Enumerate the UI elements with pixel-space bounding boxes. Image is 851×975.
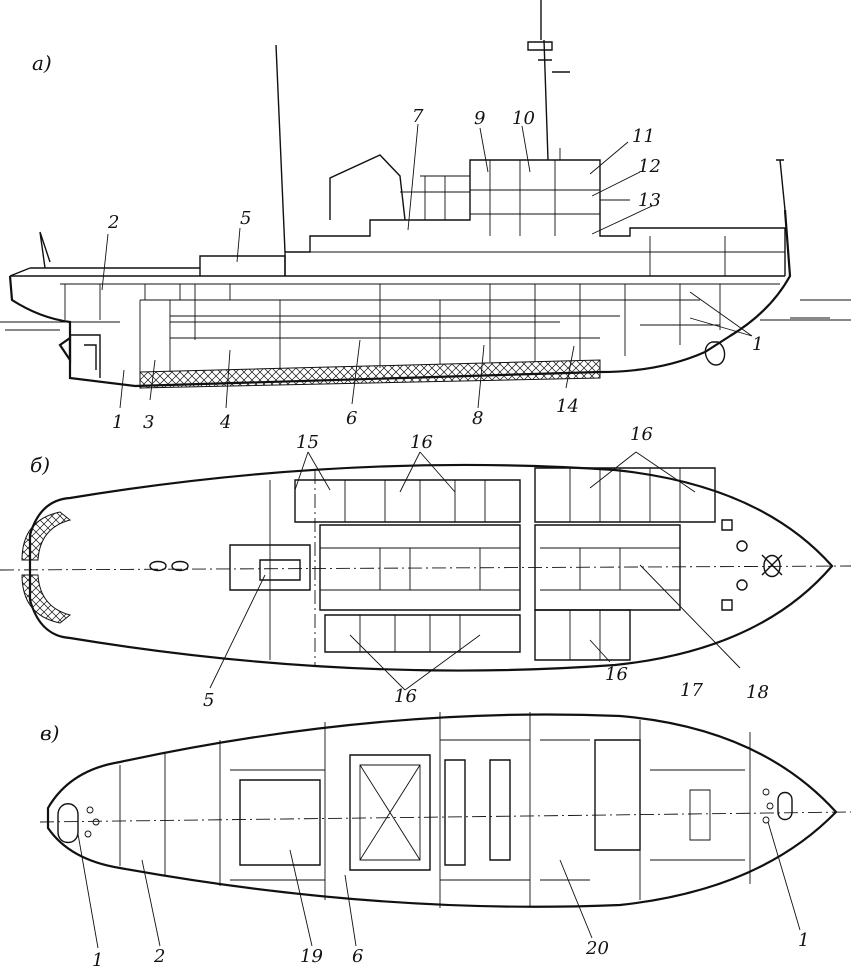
hold-hull-outline bbox=[46, 713, 838, 908]
callout: 1 bbox=[92, 950, 103, 970]
callout: 9 bbox=[474, 108, 485, 129]
callout: 1 bbox=[798, 930, 809, 951]
callout: 14 bbox=[556, 396, 579, 417]
centerline-b bbox=[0, 565, 851, 571]
view-b-label: б) bbox=[30, 453, 50, 477]
view-b-deck-plan: б) 15 16 16 5 16 16 17 18 bbox=[0, 424, 851, 711]
callout: 16 bbox=[394, 686, 417, 707]
callout: 16 bbox=[605, 664, 628, 685]
double-bottom bbox=[139, 359, 601, 389]
callout: 6 bbox=[352, 946, 363, 967]
stern-flagstaff bbox=[39, 231, 51, 269]
view-c-label: в) bbox=[40, 721, 59, 745]
aft-mast bbox=[275, 44, 286, 253]
centerline-c bbox=[39, 811, 851, 823]
mooring-bitts bbox=[149, 560, 189, 572]
bow-anchor bbox=[704, 341, 726, 366]
hull-outline bbox=[8, 209, 792, 388]
view-a-label: а) bbox=[32, 51, 52, 75]
callout: 2 bbox=[153, 946, 165, 967]
deckhouse-aft bbox=[199, 255, 286, 276]
callout: 13 bbox=[638, 190, 661, 211]
cargo-hold bbox=[349, 754, 431, 871]
callout: 17 bbox=[680, 680, 703, 701]
callout: 5 bbox=[203, 690, 214, 711]
fore-mast bbox=[538, 0, 552, 161]
callout: 12 bbox=[638, 156, 661, 177]
view-a-side-profile: а) bbox=[0, 0, 851, 433]
superstructure-outline bbox=[284, 159, 786, 276]
deck-hull-outline bbox=[28, 463, 834, 672]
callout: 1 bbox=[112, 412, 123, 433]
callout: 10 bbox=[512, 108, 535, 129]
waterline bbox=[0, 319, 851, 326]
callout: 8 bbox=[472, 408, 483, 429]
callout: 6 bbox=[346, 408, 357, 429]
callout: 3 bbox=[143, 412, 154, 433]
callout: 18 bbox=[746, 682, 769, 703]
callout: 7 bbox=[412, 106, 424, 127]
view-c-hold-plan: в) 1 2 19 6 20 1 bbox=[39, 712, 851, 971]
callout: 16 bbox=[630, 424, 653, 445]
callout: 4 bbox=[219, 412, 231, 433]
callout: 20 bbox=[585, 938, 609, 959]
callout: 19 bbox=[300, 946, 323, 967]
callout: 1 bbox=[752, 334, 763, 355]
callout: 11 bbox=[632, 126, 655, 147]
jack-staff bbox=[776, 159, 786, 211]
callout: 16 bbox=[410, 432, 433, 453]
funnel bbox=[329, 154, 406, 221]
callout: 2 bbox=[107, 212, 119, 233]
callout: 15 bbox=[296, 432, 319, 453]
callout: 5 bbox=[240, 208, 251, 229]
